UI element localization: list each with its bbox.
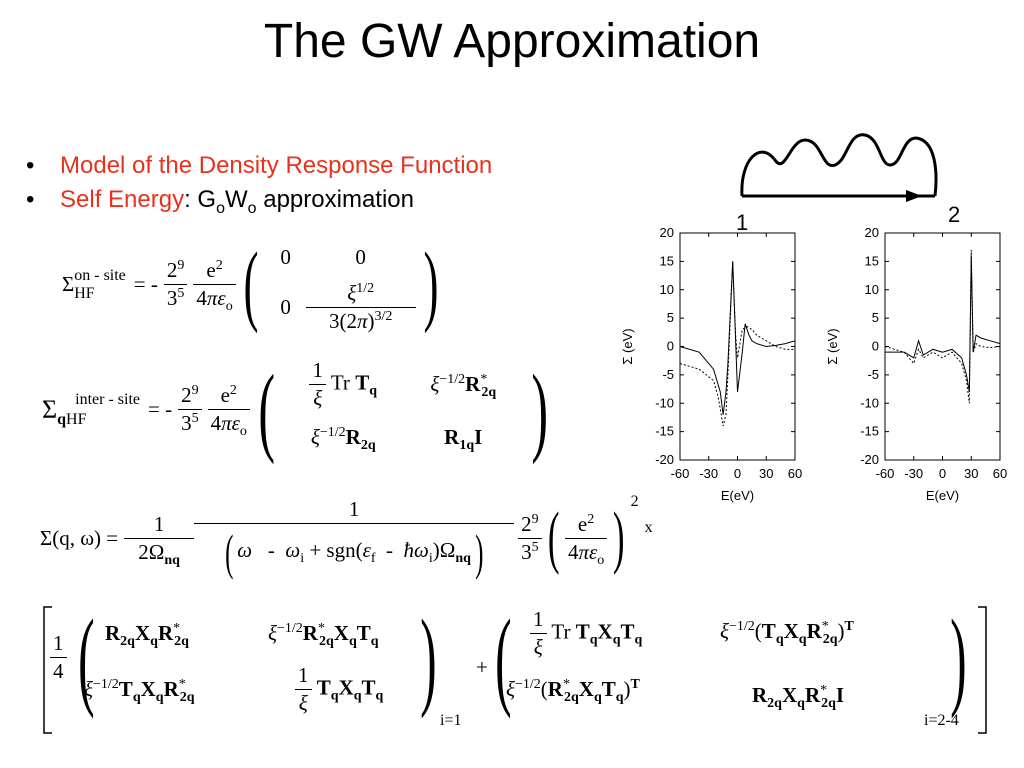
y-tick-label: 10 (865, 282, 879, 297)
y-tick-label: 15 (865, 253, 879, 268)
x-tick-label: -60 (671, 466, 690, 481)
series-dotted-line (679, 261, 795, 427)
bullet-rest: : GoWo approximation (184, 186, 414, 217)
bullet-2: • Self Energy: GoWo approximation (26, 186, 414, 217)
y-tick-label: -10 (860, 395, 879, 410)
x-axis-label: E(eV) (926, 488, 959, 503)
y-axis-label: Σ (eV) (620, 328, 635, 364)
bullet-marker: • (26, 152, 35, 179)
y-tick-label: 5 (667, 310, 674, 325)
eq-sub: HF (74, 284, 95, 302)
eq-sign: = - (133, 272, 158, 296)
y-tick-label: -15 (860, 424, 879, 439)
vertex-label-2: 2 (948, 202, 960, 227)
plot-frame (679, 232, 796, 461)
bullet-marker: • (26, 186, 35, 213)
bullet-label: Self Energy (60, 186, 185, 213)
y-tick-label: -20 (655, 452, 674, 467)
y-tick-label: 10 (660, 282, 674, 297)
y-tick-label: 5 (872, 310, 879, 325)
bullet-label: Model of the Density Response Function (60, 152, 493, 179)
y-tick-label: -5 (662, 367, 674, 382)
x-tick-label: 0 (939, 466, 946, 481)
self-energy-plot-right: 20 15 10 5 0 -5 -10 -15 -20-60 -30 0 30 60E(eV) Σ (eV… (825, 225, 1007, 503)
series-solid-line (679, 261, 796, 415)
y-tick-label: 0 (872, 339, 879, 354)
series-dotted-line (884, 250, 1001, 404)
interaction-wavy-line (740, 133, 938, 197)
y-axis-label: Σ (eV) (825, 328, 840, 364)
x-tick-label: -30 (699, 466, 718, 481)
y-tick-label: -10 (655, 395, 674, 410)
x-tick-label: -30 (904, 466, 923, 481)
bracket-lines (43, 606, 987, 734)
bullet-1: • Model of the Density Response Function (26, 152, 492, 180)
x-tick-label: -60 (876, 466, 895, 481)
y-tick-label: 15 (660, 253, 674, 268)
y-tick-label: -15 (655, 424, 674, 439)
vertex-label-1: 1 (736, 210, 748, 230)
series-solid-line (885, 255, 1001, 392)
x-tick-label: 0 (734, 466, 741, 481)
x-tick-label: 60 (788, 466, 802, 481)
x-tick-label: 60 (993, 466, 1007, 481)
y-tick-label: -20 (860, 452, 879, 467)
x-axis-label: E(eV) (721, 488, 754, 503)
y-tick-label: 20 (865, 225, 879, 240)
y-tick-label: -5 (867, 367, 879, 382)
eq-sup: on - site (74, 266, 126, 284)
slide-title: The GW Approximation (263, 15, 761, 68)
x-tick-label: 30 (964, 466, 978, 481)
y-tick-label: 20 (660, 225, 674, 240)
y-tick-label: 0 (667, 339, 674, 354)
self-energy-diagram: 1 2 (736, 133, 960, 230)
x-tick-label: 30 (759, 466, 773, 481)
self-energy-plot-left: 20 15 10 5 0 -5 -10 -15 -20-60 -30 0 30 60E(eV) Σ (eV… (620, 225, 802, 503)
arrow-icon (906, 190, 922, 202)
